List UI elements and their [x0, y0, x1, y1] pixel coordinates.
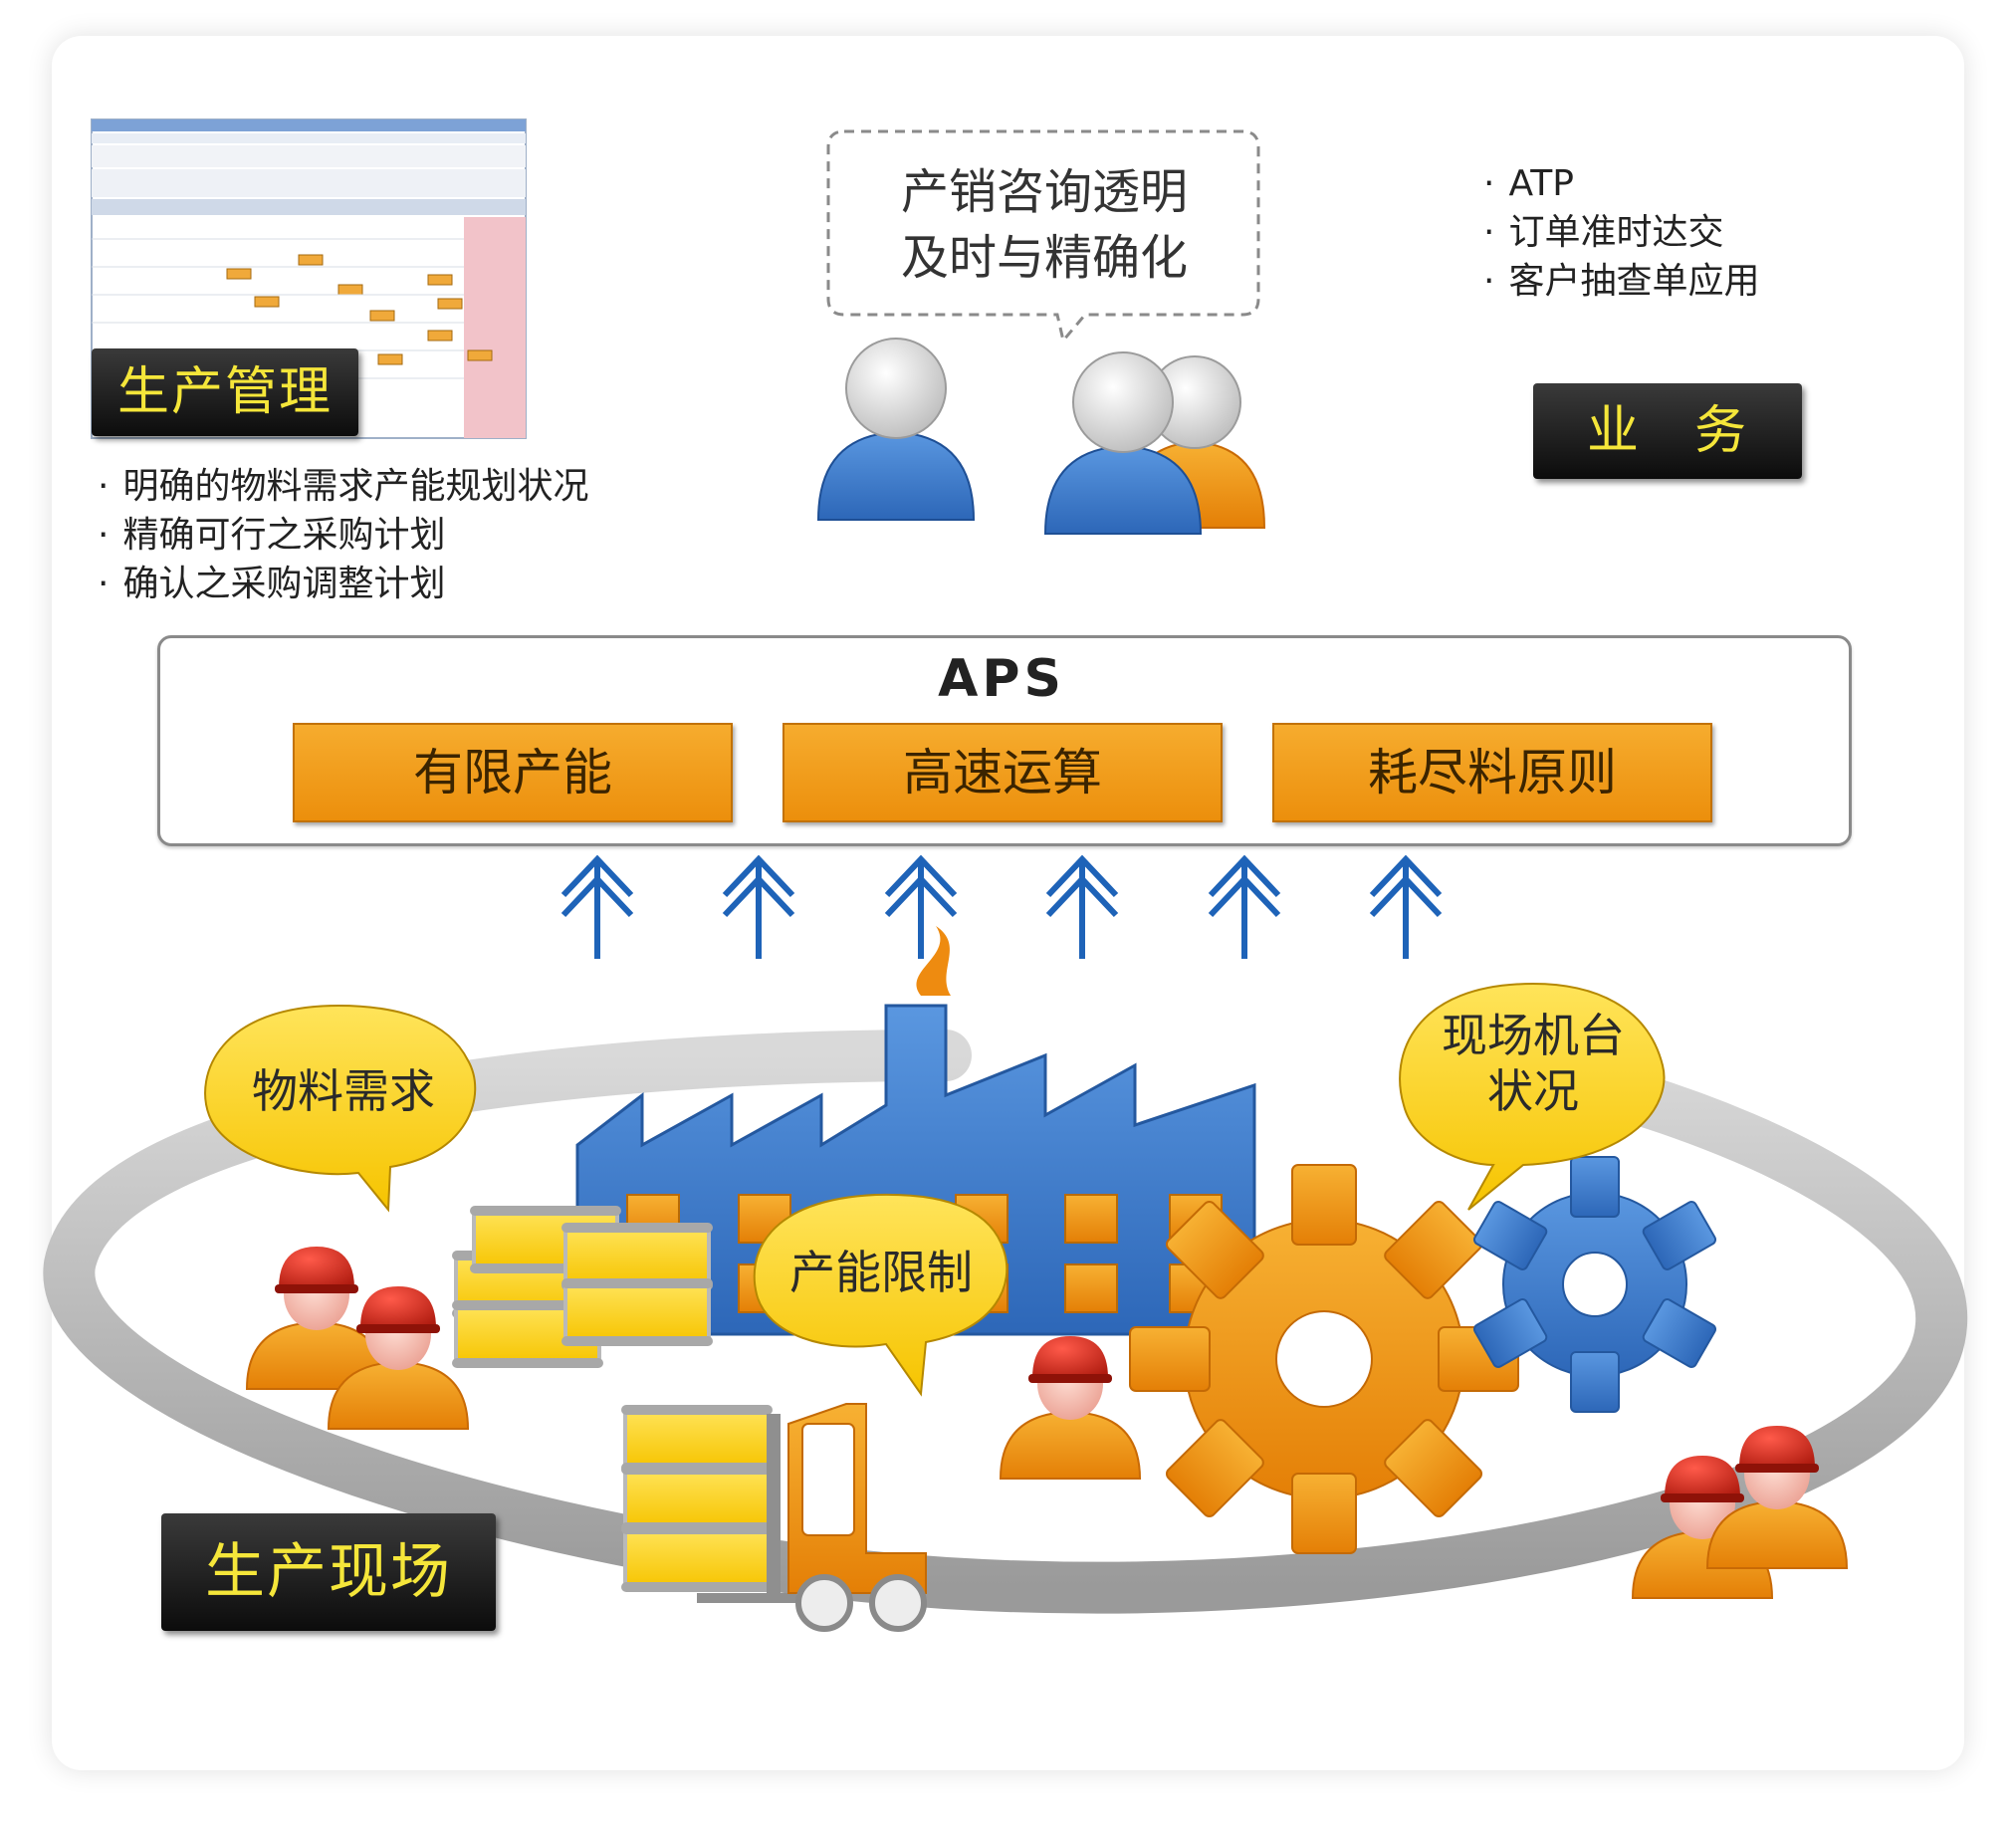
consult-line-2: 及时与精确化: [900, 230, 1188, 286]
management-bullet-list: 明确的物料需求产能规划状况 精确可行之采购计划 确认之采购调整计划: [98, 462, 735, 608]
blue-gear-icon: [1472, 1156, 1717, 1413]
management-bullet: 明确的物料需求产能规划状况: [98, 462, 735, 511]
management-bullet: 确认之采购调整计划: [98, 560, 735, 608]
upward-arrows: [563, 859, 1440, 959]
forklift-icon: [619, 1403, 927, 1632]
production-management-label: 生产管理: [92, 348, 358, 436]
production-floor-label: 生产现场: [161, 1513, 496, 1631]
capacity-limit-bubble: 产能限制: [789, 1246, 973, 1299]
machine-status-line-1: 现场机台: [1442, 1009, 1625, 1062]
business-bullet: 订单准时达交: [1483, 208, 1902, 257]
aps-item-finite-capacity: 有限产能: [293, 723, 733, 822]
management-bullet: 精确可行之采购计划: [98, 511, 735, 560]
business-label: 业 务: [1533, 383, 1802, 479]
consult-line-1: 产销咨询透明: [900, 164, 1188, 220]
aps-title: APS: [938, 649, 1065, 709]
machine-bubble-shape: [1399, 982, 1666, 1211]
business-bullet-list: ATP 订单准时达交 客户抽查单应用: [1483, 159, 1902, 306]
material-bubble-shape: [204, 1004, 477, 1213]
aps-item-high-speed: 高速运算: [783, 723, 1223, 822]
consult-speech-text: 产销咨询透明 及时与精确化: [841, 159, 1247, 291]
material-barrels-icon: [450, 1204, 715, 1370]
business-bullet: ATP: [1483, 159, 1902, 208]
machine-status-line-2: 状况: [1487, 1064, 1579, 1118]
machine-status-bubble: 现场机台 状况: [1404, 1008, 1663, 1119]
aps-item-material-rule: 耗尽料原则: [1272, 723, 1712, 822]
consult-speech-outline: [826, 129, 1260, 344]
sales-person-left: [816, 338, 976, 521]
schedule-screenshot: [91, 118, 527, 439]
sales-person-pair: [1043, 351, 1266, 535]
material-demand-bubble: 物料需求: [252, 1064, 435, 1118]
business-bullet: 客户抽查单应用: [1483, 257, 1902, 306]
capacity-bubble-shape: [753, 1193, 1008, 1397]
orange-gear-icon: [1129, 1164, 1519, 1554]
